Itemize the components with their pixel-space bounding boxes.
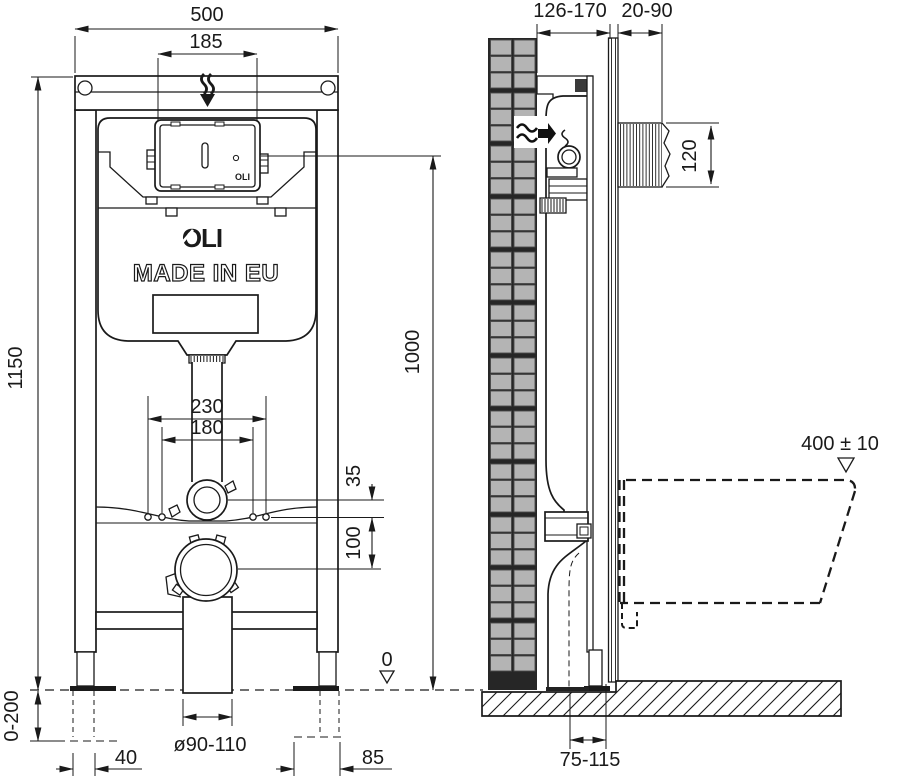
outlet-bend (546, 540, 589, 691)
flush-actuation-arrow-icon (200, 73, 215, 107)
frame (74, 75, 339, 653)
finished-wall-panel (607, 37, 619, 683)
dim-foot-left: 40 (115, 747, 137, 769)
flush-plate-housing (617, 122, 671, 188)
masonry-wall (488, 38, 537, 690)
plate-brand-label: OLI (235, 172, 250, 182)
floor-slab (481, 680, 842, 717)
front-view: OLI OLI MADE IN EU (1, 4, 483, 776)
dim-housing-height: 120 (679, 139, 701, 172)
datum-zero-label: 0 (381, 649, 392, 671)
flush-elbow (168, 479, 237, 521)
adjustable-legs (57, 651, 341, 742)
made-in-eu-label: MADE IN EU (133, 260, 279, 287)
dim-overall-height: 1150 (5, 346, 27, 389)
drain-elbow (165, 534, 240, 694)
datum-triangle-icon (378, 670, 396, 685)
dim-frame-depth: 126-170 (533, 0, 606, 22)
dim-finish-depth: 20-90 (621, 0, 672, 22)
brand-logo: OLI (182, 223, 222, 253)
service-opening (152, 294, 259, 334)
actuator-slot (201, 142, 209, 169)
foot-plate-side (584, 686, 610, 691)
cistern-side (539, 95, 591, 514)
wc-fixing-bolts (144, 513, 270, 521)
dimensions-side: 126-170 20-90 120 400 ± 10 75-115 (533, 0, 879, 771)
dim-actuator-height: 1000 (402, 330, 424, 375)
reset-hole (232, 154, 240, 162)
hanger-hole-right (320, 80, 336, 96)
wc-bowl-outline (618, 478, 857, 629)
dim-inlet-bolt: 35 (343, 465, 365, 487)
foot-plate-right (293, 686, 339, 691)
frame-rail-side (584, 75, 610, 691)
foot-plate-left (70, 686, 116, 691)
dimensions-front: 500 185 1150 1000 230 180 (1, 4, 441, 776)
dim-leg-adjust: 0-200 (1, 690, 23, 741)
threaded-rod (575, 79, 588, 92)
air-flow-arrow-icon (514, 116, 556, 148)
bowl-height-triangle-icon (836, 457, 856, 474)
side-view: 126-170 20-90 120 400 ± 10 75-115 (481, 0, 879, 771)
support-strap (95, 506, 318, 524)
dim-outlet-distance: 75-115 (560, 749, 621, 771)
dim-foot-right: 85 (362, 747, 384, 769)
dim-outlet-diameter: ø90-110 (173, 734, 246, 756)
dim-plate-cutout: 185 (189, 31, 222, 53)
flush-plate-box: OLI (146, 119, 269, 192)
wc-bracket-side (544, 511, 592, 542)
hanger-hole-left (77, 80, 93, 96)
dim-bowl-height: 400 ± 10 (801, 433, 879, 455)
dim-overall-width: 500 (190, 4, 223, 26)
dim-fixing-inner: 180 (190, 417, 223, 439)
dim-fixing-outer: 230 (190, 396, 223, 418)
dim-bolt-outlet: 100 (343, 526, 365, 559)
